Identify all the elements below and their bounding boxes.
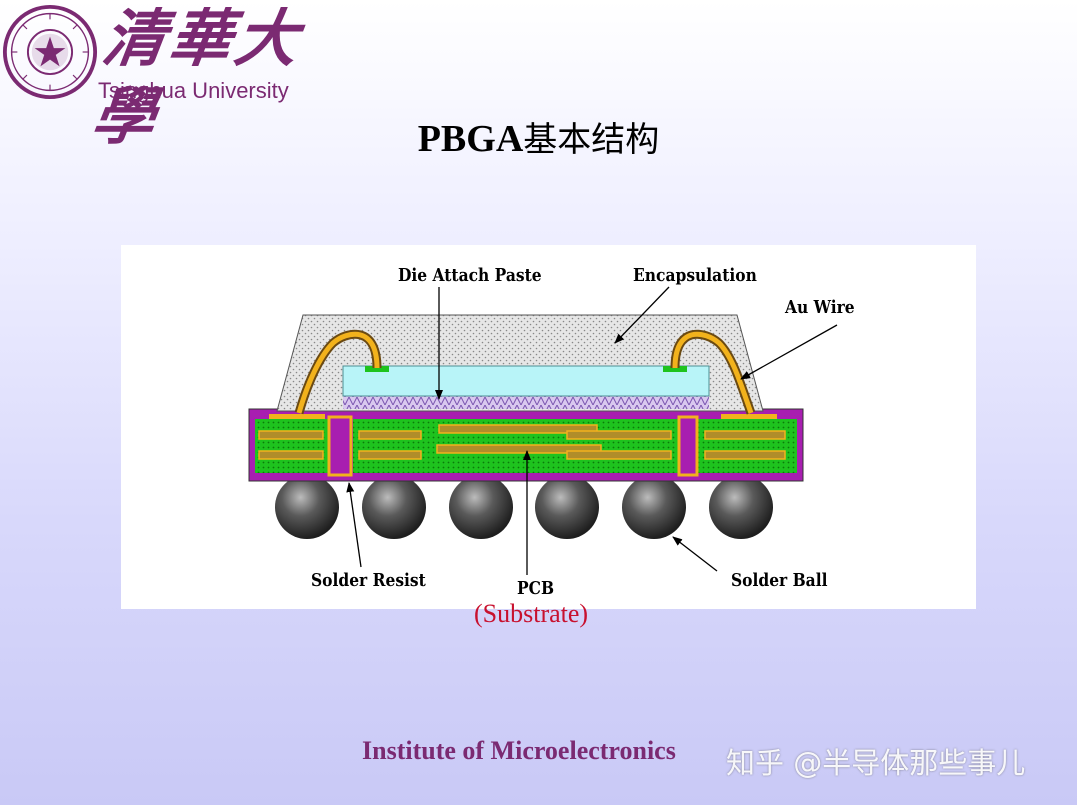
slide-title: PBGA基本结构: [0, 113, 1077, 166]
label-au-wire: Au Wire: [785, 297, 855, 318]
zhihu-watermark: 知乎 @半导体那些事儿: [726, 746, 1026, 780]
solder-ball: [275, 475, 339, 539]
solder-ball: [622, 475, 686, 539]
bond-pad: [269, 414, 325, 419]
label-solder-ball: Solder Ball: [731, 570, 828, 591]
label-pcb: PCB: [517, 578, 555, 599]
university-seal-icon: [2, 4, 98, 100]
title-chinese: 基本结构: [523, 120, 660, 160]
bond-pad: [721, 414, 777, 419]
solder-ball: [449, 475, 513, 539]
pcb-cell: [255, 419, 329, 473]
substrate-caption: (Substrate): [474, 599, 589, 628]
die-attach-layer: [343, 395, 709, 409]
solder-balls: [275, 475, 773, 539]
solder-ball: [535, 475, 599, 539]
leader-lines: [346, 286, 838, 575]
au-wires: [294, 329, 756, 415]
institute-footer: Institute of Microelectronics: [362, 736, 676, 765]
label-solder-resist: Solder Resist: [311, 570, 426, 591]
pcb-cell: [697, 419, 797, 473]
title-latin: PBGA: [417, 118, 524, 160]
die-pad: [663, 366, 687, 372]
copper-traces: [258, 424, 786, 460]
label-encapsulation: Encapsulation: [633, 265, 757, 286]
university-name-english: Tsinghua University: [98, 78, 289, 103]
via: [677, 415, 699, 477]
via: [327, 415, 353, 477]
die-pad: [365, 366, 389, 372]
pbga-diagram: Die Attach Paste Encapsulation Au Wire S…: [121, 245, 976, 609]
university-logo: 清華大學 Tsinghua University: [0, 0, 330, 153]
label-die-attach-paste: Die Attach Paste: [398, 265, 542, 286]
solder-ball: [709, 475, 773, 539]
solder-ball: [362, 475, 426, 539]
silicon-die: [342, 365, 710, 397]
pbga-cross-section: [248, 286, 838, 575]
